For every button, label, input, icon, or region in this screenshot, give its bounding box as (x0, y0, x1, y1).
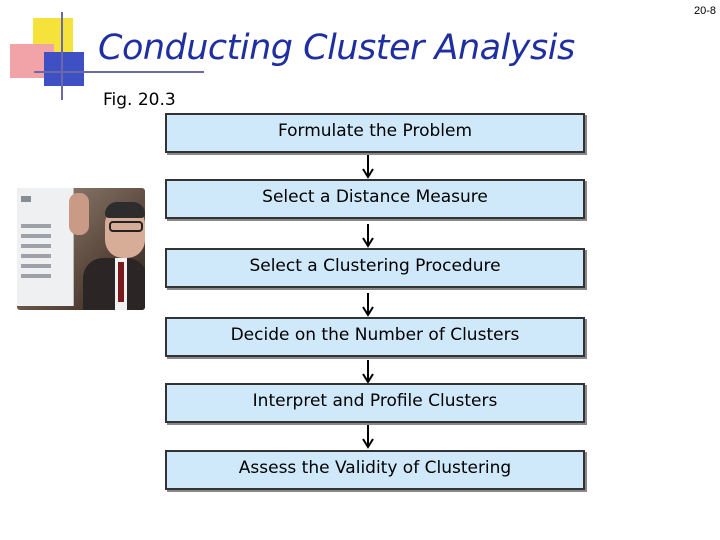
step-label: Interpret and Profile Clusters (253, 391, 498, 421)
step-select-clustering-procedure: Select a Clustering Procedure (165, 248, 585, 288)
presentation-board (17, 188, 74, 306)
step-label: Select a Distance Measure (262, 187, 488, 217)
slide-title: Conducting Cluster Analysis (98, 28, 575, 68)
step-label: Decide on the Number of Clusters (231, 325, 520, 355)
arrow-down-icon (360, 425, 376, 449)
step-interpret-profile-clusters: Interpret and Profile Clusters (165, 383, 585, 423)
step-label: Formulate the Problem (278, 121, 472, 151)
arrow-down-icon (360, 360, 376, 384)
decorative-blue-square (44, 52, 84, 86)
figure-label: Fig. 20.3 (103, 90, 176, 110)
presenter-photo (17, 188, 145, 310)
decorative-vertical-line (61, 12, 63, 100)
step-decide-number-of-clusters: Decide on the Number of Clusters (165, 317, 585, 357)
step-label: Select a Clustering Procedure (249, 256, 500, 286)
arrow-down-icon (360, 293, 376, 317)
decorative-horizontal-line (34, 71, 204, 73)
step-formulate-problem: Formulate the Problem (165, 113, 585, 153)
step-label: Assess the Validity of Clustering (239, 458, 511, 488)
step-assess-validity: Assess the Validity of Clustering (165, 450, 585, 490)
step-select-distance-measure: Select a Distance Measure (165, 179, 585, 219)
arrow-down-icon (360, 224, 376, 248)
arrow-down-icon (360, 155, 376, 179)
page-number: 20-8 (694, 5, 716, 17)
